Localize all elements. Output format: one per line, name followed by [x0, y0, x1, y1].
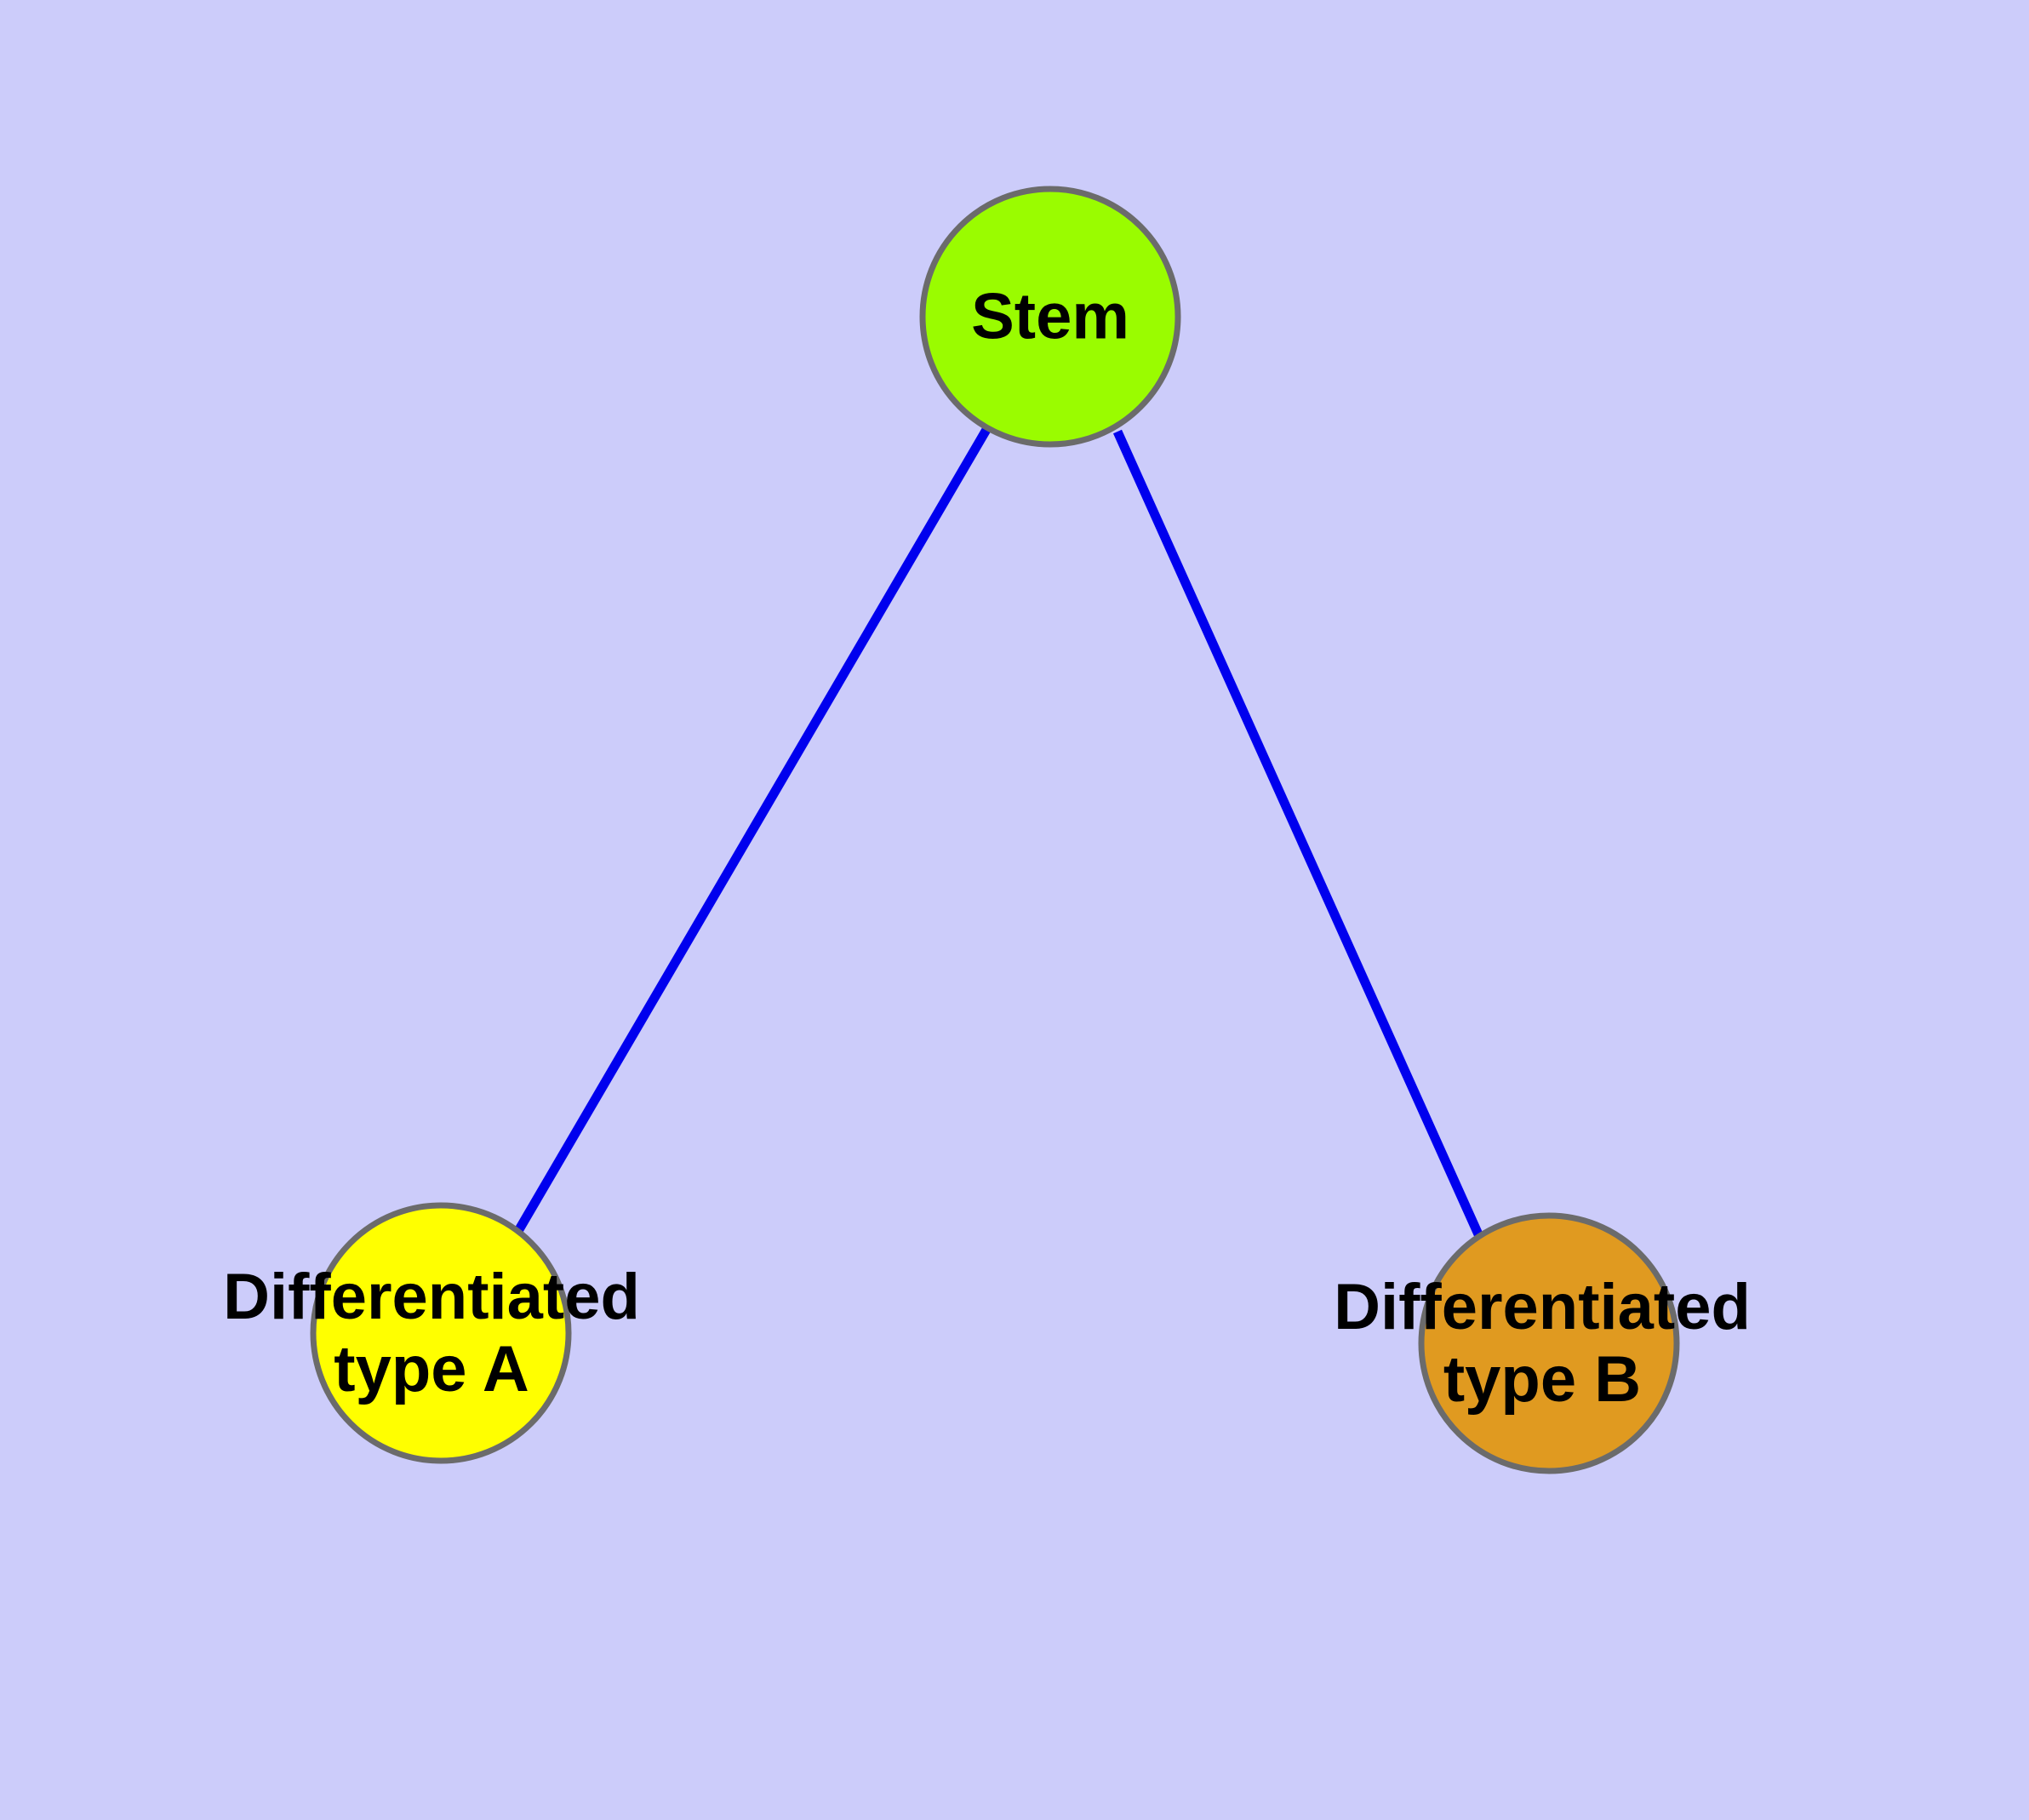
- node-differentiated-type-a[interactable]: [310, 1202, 572, 1464]
- edge-stem-to-type-a[interactable]: [514, 426, 992, 1233]
- edges-layer: [514, 426, 1483, 1237]
- edge-stem-to-type-b[interactable]: [1112, 429, 1483, 1237]
- nodes-layer: [310, 186, 1680, 1474]
- node-differentiated-type-b[interactable]: [1418, 1212, 1680, 1474]
- node-stem[interactable]: [919, 186, 1181, 448]
